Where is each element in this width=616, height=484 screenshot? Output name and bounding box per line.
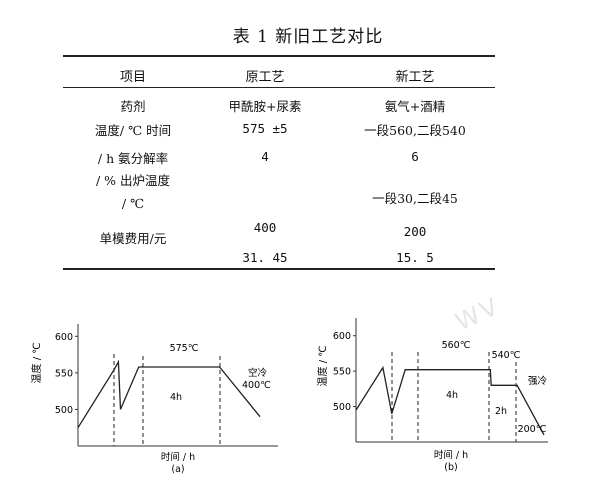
y-axis-label: 温度 / ℃ <box>30 343 43 384</box>
chart-a: 温度 / ℃ 时间 / h (a) 500 550 600 575℃ 4h 空冷 4… <box>30 324 278 475</box>
y-tick-label: 550 <box>333 367 351 378</box>
table-title: 表 1 新旧工艺对比 <box>232 27 384 47</box>
temperature-annotation: 575℃ <box>170 343 199 354</box>
header-new-process: 新工艺 <box>395 70 435 85</box>
row-item: 单模费用/元 <box>99 231 167 246</box>
row-item: / ℃ <box>121 196 145 211</box>
header-item: 项目 <box>119 70 146 85</box>
duration-annotation: 4h <box>446 390 458 401</box>
y-tick-label: 550 <box>55 368 73 379</box>
row-new: 15. 5 <box>396 250 434 265</box>
y-tick-label: 500 <box>333 402 351 413</box>
row-old: 400 <box>253 220 277 235</box>
header-old-process: 原工艺 <box>245 70 285 85</box>
row-new: 一段30,二段45 <box>372 191 458 206</box>
row-item: 温度/ ℃ 时间 <box>94 123 172 138</box>
y-tick-label: 500 <box>55 405 73 416</box>
temperature-annotation: 540℃ <box>492 350 521 361</box>
duration-annotation: 4h <box>170 392 182 403</box>
row-new: 一段560,二段540 <box>364 123 466 138</box>
row-item: / h 氨分解率 <box>97 151 169 166</box>
row-new: 200 <box>403 224 427 239</box>
y-tick-label: 600 <box>333 331 351 342</box>
row-old: 4 <box>261 149 269 164</box>
row-new: 氨气+酒精 <box>384 99 446 114</box>
row-old: 575 ±5 <box>242 121 288 136</box>
row-old: 甲酰胺+尿素 <box>228 99 302 114</box>
x-axis-label: 时间 / h <box>434 449 468 461</box>
row-old: 31. 45 <box>242 250 288 265</box>
temperature-annotation: 560℃ <box>442 340 471 351</box>
row-item: / % 出炉温度 <box>95 173 171 188</box>
row-new: 6 <box>411 149 419 164</box>
duration-annotation: 2h <box>495 406 507 417</box>
table-top-rule <box>63 55 495 57</box>
end-temperature-annotation: 200℃ <box>518 424 547 435</box>
table-bottom-rule <box>63 268 495 270</box>
chart-caption: (a) <box>171 464 184 475</box>
table-header-rule <box>63 87 495 88</box>
row-item: 药剂 <box>120 99 146 114</box>
end-temperature-annotation: 400℃ <box>242 380 271 391</box>
y-axis-label: 温度 / ℃ <box>316 346 329 387</box>
x-axis-label: 时间 / h <box>161 451 195 463</box>
chart-b: 温度 / ℃ 时间 / h (b) 500 550 600 560℃ 540℃ 4h… <box>316 318 548 473</box>
cooling-annotation: 空冷 <box>248 367 268 379</box>
temperature-curve <box>355 365 545 436</box>
cooling-annotation: 强冷 <box>528 375 548 387</box>
y-tick-label: 600 <box>55 332 73 343</box>
chart-caption: (b) <box>444 462 457 473</box>
